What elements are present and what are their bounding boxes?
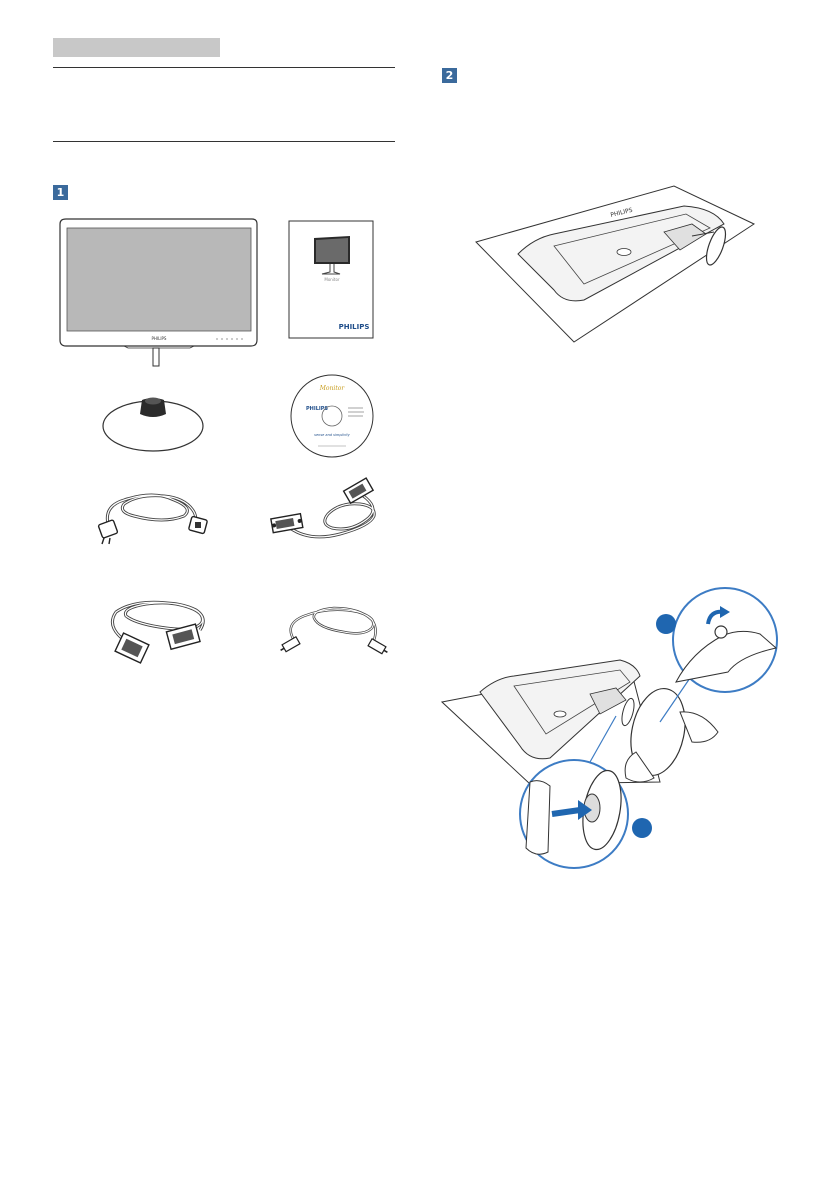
manual-title: Monitor [324, 277, 340, 282]
monitor-facedown-illustration: PHILIPS [475, 185, 756, 343]
cd-tagline: sense and simplicity [314, 433, 351, 437]
section-header-tab [53, 38, 220, 57]
step-2-badge: 2 [442, 68, 457, 83]
dvi-cable-illustration [270, 477, 376, 539]
monitor-brand-label: PHILIPS [152, 336, 167, 341]
step-1-badge: 1 [53, 185, 68, 200]
top-rule [53, 67, 395, 68]
user-manual-illustration: Monitor PHILIPS [288, 220, 374, 339]
vga-cable-illustration [110, 600, 205, 664]
power-cable-illustration [97, 493, 208, 545]
step-marker-2-icon [632, 818, 652, 838]
manual-brand-label: PHILIPS [339, 323, 370, 331]
cd-title: Monitor [319, 385, 346, 392]
bottom-rule [53, 141, 395, 142]
base-attach-illustration [440, 587, 778, 869]
audio-cable-illustration [280, 606, 388, 655]
base-stand-illustration [102, 397, 204, 452]
cd-illustration: Monitor PHILIPS sense and simplicity [290, 374, 374, 458]
cd-brand-label: PHILIPS [306, 406, 328, 412]
step-marker-1-icon [656, 614, 676, 634]
monitor-illustration: PHILIPS [59, 218, 258, 367]
